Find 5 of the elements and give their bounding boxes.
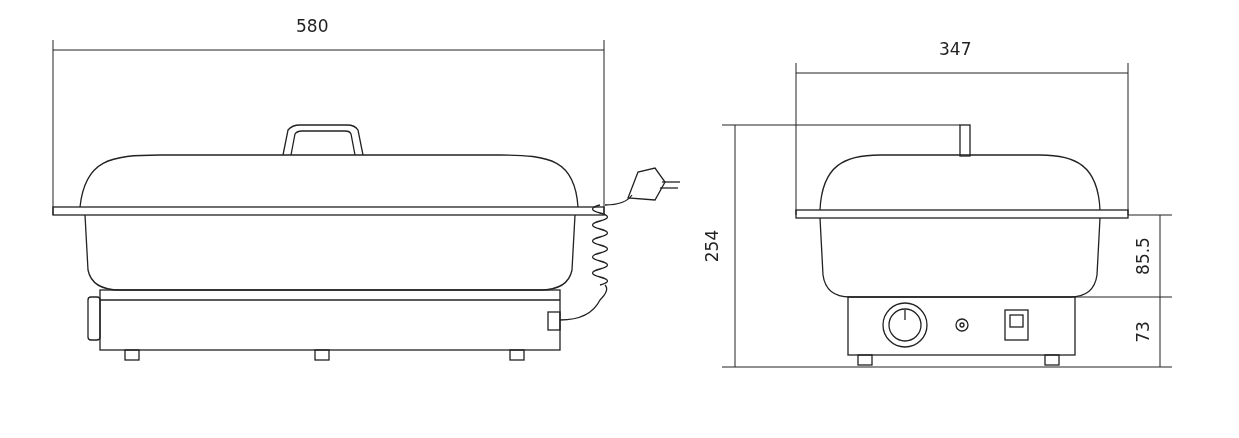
dimension-label: 580 xyxy=(296,16,329,36)
dimension-label: 73 xyxy=(1132,321,1153,343)
dimension-label: 254 xyxy=(702,229,723,263)
dimension-label: 347 xyxy=(939,39,972,59)
dimension-label: 85.5 xyxy=(1132,237,1153,275)
